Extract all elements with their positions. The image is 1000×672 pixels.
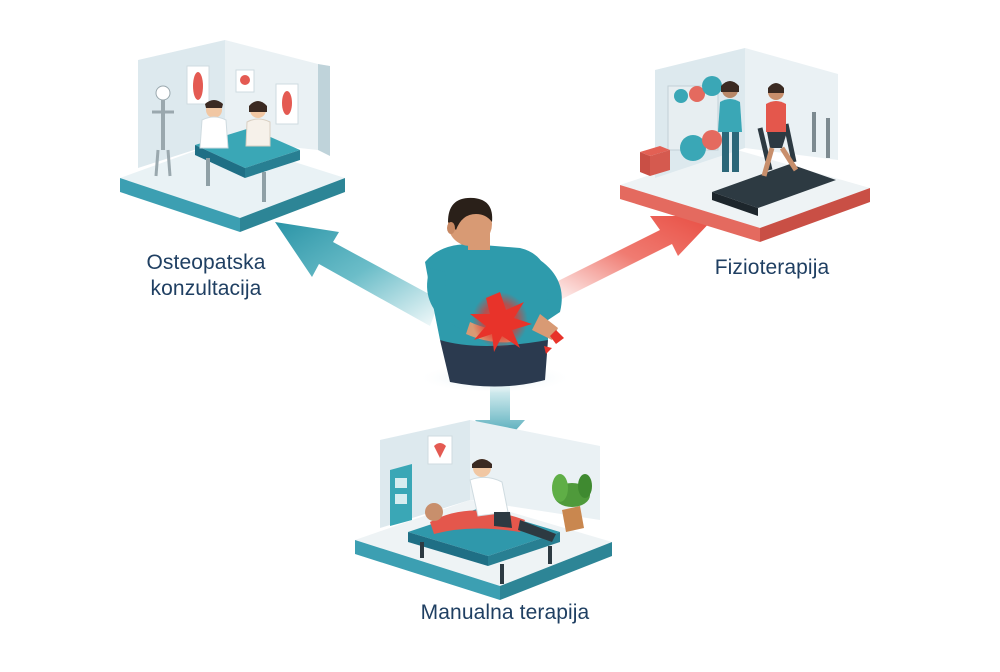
arrow-to-fizio xyxy=(552,216,716,300)
label-manualna-terapija: Manualna terapija xyxy=(420,601,590,624)
label-fizioterapija: Fizioterapija xyxy=(714,256,830,279)
doctor-consultation-room-icon xyxy=(120,40,345,232)
physiotherapy-gym-icon xyxy=(620,48,870,242)
massage-therapy-room-icon xyxy=(355,420,612,600)
arrow-to-osteo xyxy=(275,222,440,326)
back-pain-patient-icon xyxy=(417,197,573,393)
